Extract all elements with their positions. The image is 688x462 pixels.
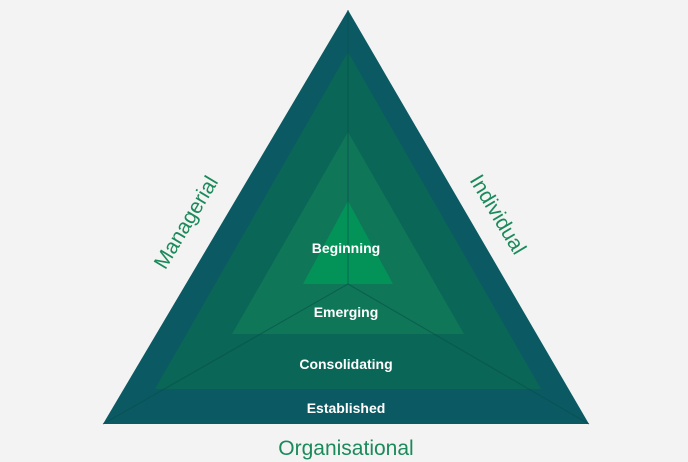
axis-label-organisational: Organisational xyxy=(278,437,413,460)
level-label-consolidating: Consolidating xyxy=(299,356,392,372)
divider-line-left xyxy=(102,283,349,425)
level-label-beginning: Beginning xyxy=(312,240,380,256)
divider-line-right xyxy=(347,283,590,425)
level-label-established: Established xyxy=(307,400,386,416)
level-label-emerging: Emerging xyxy=(314,304,379,320)
